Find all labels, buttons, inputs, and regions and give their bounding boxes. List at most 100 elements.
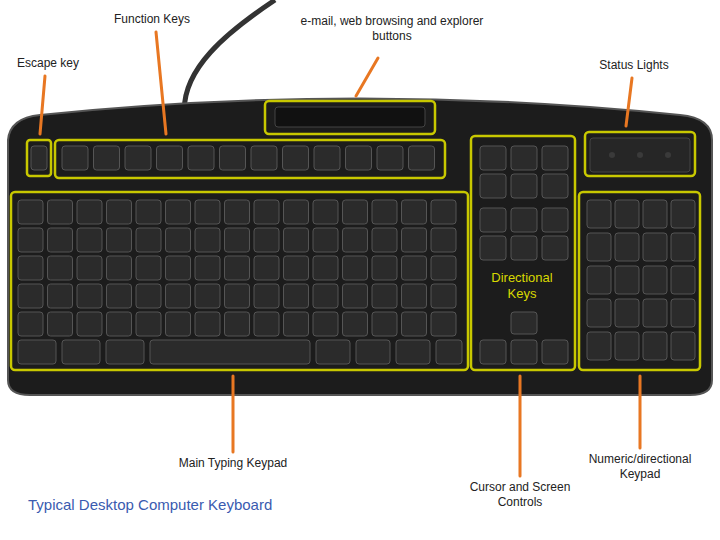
email-buttons bbox=[275, 107, 425, 127]
key bbox=[314, 146, 340, 170]
key bbox=[480, 208, 506, 232]
key bbox=[431, 256, 456, 280]
key bbox=[77, 228, 102, 252]
key bbox=[343, 284, 368, 308]
key bbox=[18, 256, 43, 280]
cursor-outline bbox=[471, 136, 575, 370]
key bbox=[346, 146, 372, 170]
key bbox=[343, 228, 368, 252]
key bbox=[136, 228, 161, 252]
key bbox=[225, 312, 250, 336]
key bbox=[107, 228, 132, 252]
key bbox=[480, 146, 506, 170]
key bbox=[372, 228, 397, 252]
key bbox=[62, 340, 100, 364]
key bbox=[643, 233, 667, 261]
key bbox=[343, 200, 368, 224]
callout-label: Numeric/directional Keypad bbox=[570, 452, 710, 482]
key bbox=[431, 228, 456, 252]
function-outline bbox=[55, 140, 445, 178]
leader-line bbox=[519, 376, 522, 476]
key bbox=[48, 256, 73, 280]
key bbox=[615, 200, 639, 228]
key bbox=[225, 284, 250, 308]
key bbox=[542, 208, 568, 232]
key bbox=[343, 312, 368, 336]
key bbox=[18, 284, 43, 308]
key bbox=[225, 228, 250, 252]
key bbox=[316, 340, 350, 364]
key bbox=[587, 200, 611, 228]
key bbox=[511, 340, 537, 364]
numeric-outline bbox=[579, 192, 700, 370]
status-light bbox=[637, 152, 643, 158]
key bbox=[125, 146, 151, 170]
key bbox=[402, 200, 427, 224]
key bbox=[107, 200, 132, 224]
key bbox=[313, 200, 338, 224]
key bbox=[48, 284, 73, 308]
key bbox=[18, 228, 43, 252]
key bbox=[671, 233, 695, 261]
key bbox=[542, 236, 568, 260]
key bbox=[77, 284, 102, 308]
key bbox=[431, 284, 456, 308]
key bbox=[254, 228, 279, 252]
callout-label: Escape key bbox=[3, 56, 93, 71]
key bbox=[409, 146, 435, 170]
key bbox=[94, 146, 120, 170]
region-outlines bbox=[11, 101, 700, 370]
email-outline bbox=[265, 101, 435, 134]
key bbox=[313, 312, 338, 336]
key bbox=[251, 146, 277, 170]
key bbox=[195, 312, 220, 336]
key bbox=[284, 228, 309, 252]
key bbox=[77, 312, 102, 336]
key bbox=[284, 284, 309, 308]
key bbox=[225, 256, 250, 280]
key bbox=[136, 200, 161, 224]
key bbox=[643, 332, 667, 360]
key bbox=[402, 284, 427, 308]
on-key-label: Directional Keys bbox=[476, 268, 568, 305]
key bbox=[587, 266, 611, 294]
key bbox=[31, 146, 47, 170]
key bbox=[436, 340, 462, 364]
key bbox=[511, 236, 537, 260]
key bbox=[542, 174, 568, 198]
key bbox=[136, 312, 161, 336]
key bbox=[431, 200, 456, 224]
key bbox=[195, 228, 220, 252]
key bbox=[77, 256, 102, 280]
key bbox=[195, 200, 220, 224]
key bbox=[372, 256, 397, 280]
key bbox=[166, 284, 191, 308]
callout-label: Function Keys bbox=[97, 12, 207, 27]
key bbox=[284, 200, 309, 224]
callout-label: e-mail, web browsing and explorer button… bbox=[300, 14, 485, 44]
key bbox=[254, 284, 279, 308]
key bbox=[511, 312, 537, 334]
key bbox=[402, 312, 427, 336]
key bbox=[643, 200, 667, 228]
key bbox=[254, 200, 279, 224]
title: Typical Desktop Computer Keyboard bbox=[28, 496, 272, 513]
key bbox=[284, 256, 309, 280]
key bbox=[166, 256, 191, 280]
key bbox=[671, 266, 695, 294]
status-light bbox=[609, 152, 615, 158]
key bbox=[48, 228, 73, 252]
key bbox=[402, 228, 427, 252]
key bbox=[150, 340, 310, 364]
key bbox=[643, 299, 667, 327]
leader-line bbox=[356, 58, 378, 96]
key bbox=[671, 200, 695, 228]
key bbox=[77, 200, 102, 224]
key bbox=[372, 200, 397, 224]
key bbox=[377, 146, 403, 170]
key bbox=[195, 284, 220, 308]
key bbox=[136, 284, 161, 308]
key bbox=[615, 332, 639, 360]
key bbox=[254, 256, 279, 280]
